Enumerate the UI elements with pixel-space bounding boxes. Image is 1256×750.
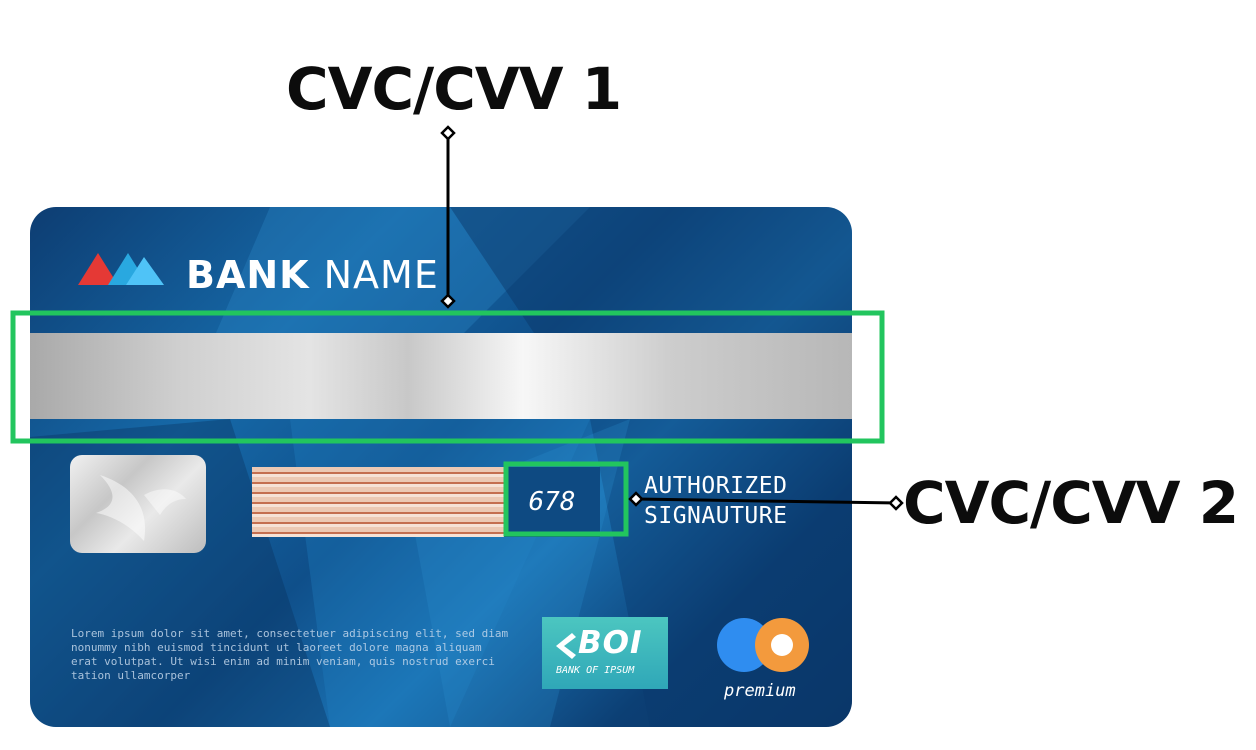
authorized-line-2: SIGNAUTURE [644,503,788,529]
bank-name-light: NAME [323,253,439,297]
dove-icon [96,475,186,541]
card-back: BANK NAME 678 AUTHORIZED SIGNAUTURE Lorem… [30,207,852,727]
cvv-panel: 678 [504,467,600,537]
cvv-value: 678 [528,487,576,517]
network-label: premium [724,681,796,701]
magnetic-stripe [30,333,852,419]
cvv2-leader-right-diamond [888,495,904,511]
hologram [70,455,206,553]
cvv2-label: CVC/CVV 2 [903,469,1239,537]
fine-print: Lorem ipsum dolor sit amet, consectetuer… [71,627,509,682]
network-logo-icon [717,618,809,672]
chevron-left-icon [556,633,576,659]
issuer-logo: BOI BANK OF IPSUM [542,617,668,689]
bank-name: BANK NAME [186,253,439,297]
issuer-logo-sub: BANK OF IPSUM [556,665,635,676]
signature-strip [252,467,504,537]
authorized-signature-text: AUTHORIZED SIGNAUTURE [644,471,787,531]
bank-name-bold: BANK [186,253,310,297]
cvv1-leader-top-diamond [440,125,456,141]
cvv1-label: CVC/CVV 1 [286,55,622,123]
bank-logo-icon [78,253,164,285]
authorized-line-1: AUTHORIZED [644,473,788,499]
issuer-logo-main: BOI [578,625,643,661]
